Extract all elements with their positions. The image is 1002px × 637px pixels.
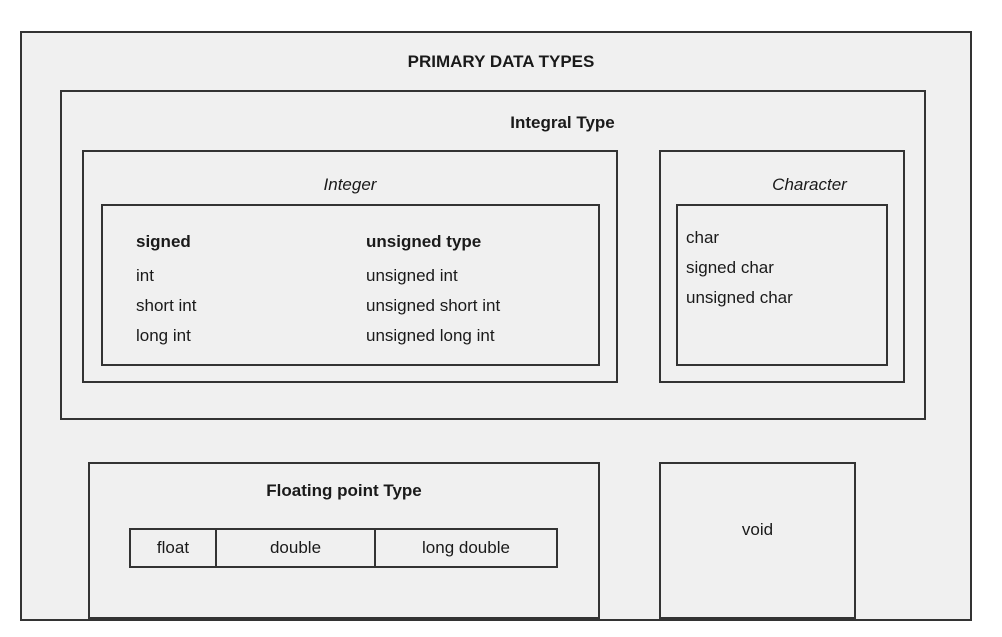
unsigned-header: unsigned type [366,232,482,251]
character-types-box [676,204,888,366]
character-item: unsigned char [686,288,793,307]
long-double-cell: long double [422,538,510,557]
character-item: char [686,228,720,247]
floating-point-title: Floating point Type [266,481,422,500]
signed-item: int [136,266,154,285]
unsigned-item: unsigned short int [366,296,501,315]
unsigned-item: unsigned int [366,266,458,285]
character-item: signed char [686,258,774,277]
character-title: Character [772,175,847,194]
void-label: void [741,520,774,539]
integral-type-title: Integral Type [510,113,615,132]
signed-item: long int [136,326,191,345]
signed-header: signed [136,232,191,251]
floating-point-types-row: float double long double [129,528,558,568]
integer-title: Integer [323,175,377,194]
void-box [659,462,856,619]
double-cell: double [217,530,376,566]
diagram-title: PRIMARY DATA TYPES [407,52,595,71]
unsigned-item: unsigned long int [366,326,495,345]
integer-types-box [101,204,600,366]
signed-item: short int [136,296,197,315]
float-cell: float [131,530,217,566]
